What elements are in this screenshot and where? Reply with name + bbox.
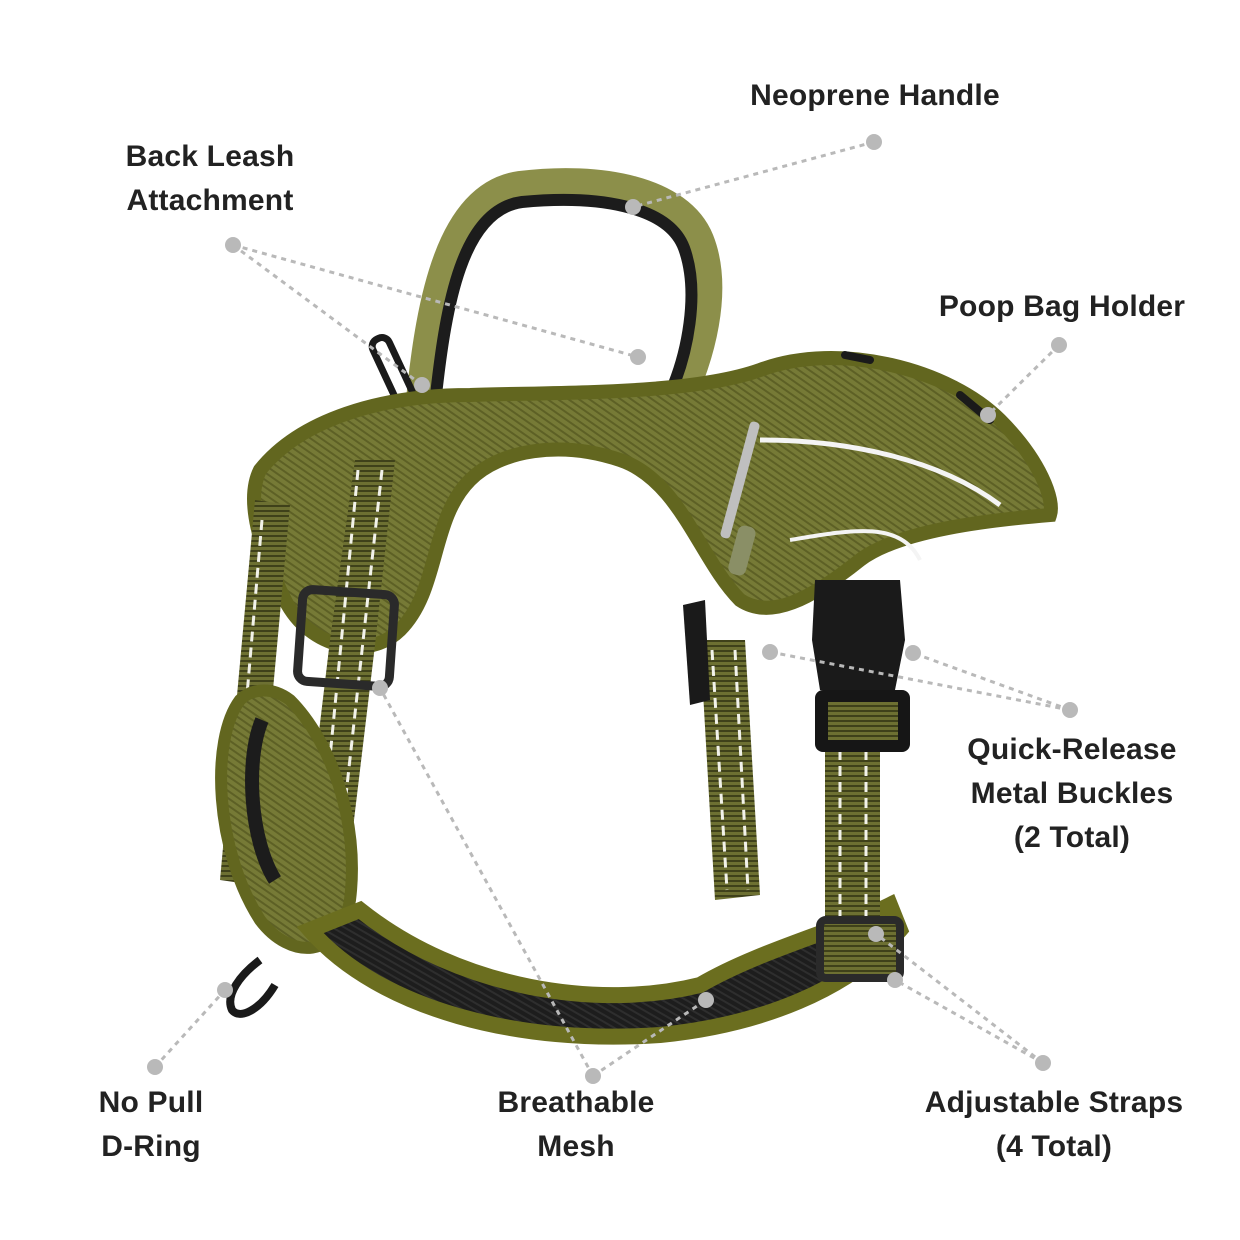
callout-dot bbox=[1051, 337, 1067, 353]
callout-target-dot bbox=[217, 982, 233, 998]
callout-dot bbox=[1035, 1055, 1051, 1071]
label-breathable-mesh: Breathable Mesh bbox=[497, 1081, 654, 1169]
label-line: (4 Total) bbox=[995, 1130, 1113, 1163]
d-ring bbox=[226, 956, 279, 1018]
callout-line bbox=[232, 243, 639, 359]
quick-release-buckle-front bbox=[812, 580, 910, 752]
zipper-pull bbox=[720, 421, 760, 539]
label-no-pull-d-ring: No Pull D-Ring bbox=[99, 1081, 204, 1169]
callout-line bbox=[875, 932, 1044, 1065]
label-adjustable-straps: Adjustable Straps (4 Total) bbox=[925, 1081, 1183, 1169]
label-line: Breathable bbox=[497, 1086, 655, 1119]
label-line: Attachment bbox=[126, 184, 294, 217]
label-line: Neoprene Handle bbox=[750, 79, 1000, 112]
label-line: D-Ring bbox=[101, 1130, 201, 1163]
label-quick-release-metal-buckles: Quick-Release Metal Buckles (2 Total) bbox=[967, 728, 1176, 860]
callout-dot bbox=[866, 134, 882, 150]
label-line: Quick-Release bbox=[967, 733, 1177, 766]
callout-line bbox=[632, 140, 875, 209]
callout-dot bbox=[147, 1059, 163, 1075]
callout-target-dot bbox=[762, 644, 778, 660]
callout-dot bbox=[585, 1068, 601, 1084]
label-line: No Pull bbox=[98, 1086, 204, 1119]
callout-target-dot bbox=[372, 680, 388, 696]
callout-line bbox=[153, 988, 227, 1069]
callout-line bbox=[769, 650, 1071, 712]
label-poop-bag-holder: Poop Bag Holder bbox=[939, 285, 1185, 329]
label-neoprene-handle: Neoprene Handle bbox=[750, 74, 1000, 118]
callout-target-dot bbox=[625, 199, 641, 215]
label-line: Mesh bbox=[537, 1130, 615, 1163]
label-line: Poop Bag Holder bbox=[938, 290, 1186, 323]
callout-line bbox=[894, 978, 1044, 1065]
label-line: Back Leash bbox=[125, 140, 295, 173]
callout-dot bbox=[1062, 702, 1078, 718]
back-panel bbox=[247, 351, 1058, 654]
handle-shape bbox=[406, 168, 723, 414]
callout-dot bbox=[225, 237, 241, 253]
callout-target-dot bbox=[905, 645, 921, 661]
quick-release-buckle-back bbox=[683, 600, 710, 705]
callout-line bbox=[378, 687, 595, 1077]
callout-target-dot bbox=[630, 349, 646, 365]
callout-line bbox=[232, 243, 423, 387]
callout-target-dot bbox=[980, 407, 996, 423]
callout-target-dot bbox=[414, 377, 430, 393]
label-line: Metal Buckles bbox=[970, 777, 1174, 810]
callout-target-dot bbox=[887, 972, 903, 988]
callout-line bbox=[986, 343, 1061, 417]
label-line: Adjustable Straps bbox=[924, 1086, 1184, 1119]
left-slider bbox=[293, 585, 399, 691]
callout-line bbox=[912, 651, 1071, 712]
label-back-leash-attachment: Back Leash Attachment bbox=[126, 135, 295, 223]
callout-target-dot bbox=[868, 926, 884, 942]
callout-line bbox=[592, 998, 707, 1078]
label-line: (2 Total) bbox=[1013, 821, 1131, 854]
callout-target-dot bbox=[698, 992, 714, 1008]
